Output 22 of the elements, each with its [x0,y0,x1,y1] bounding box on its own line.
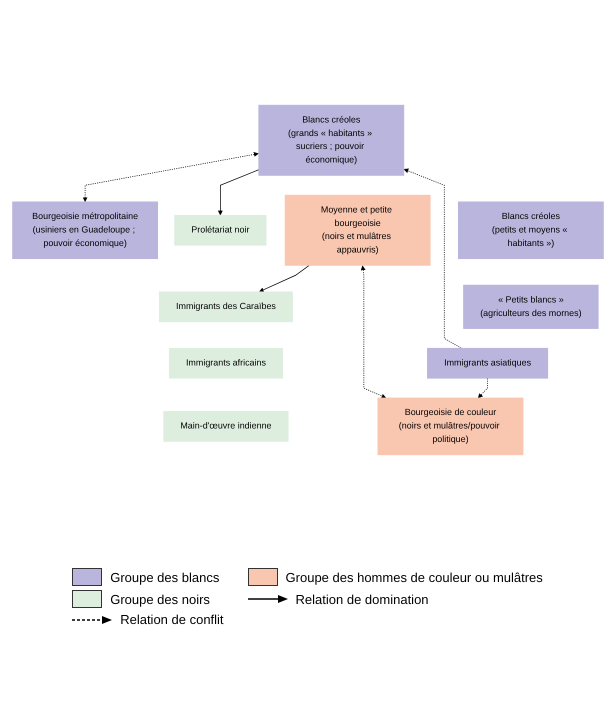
node-box: Bourgeoisie de couleur (noirs et mulâtres/pouvoir politique) [377,398,523,456]
node-box: Prolétariat noir [174,214,266,246]
node-box: Blancs créoles (petits et moyens « habitants ») [457,202,604,260]
arrow [403,168,462,349]
legend-text: Groupe des noirs [110,592,210,606]
node-box: Blancs créoles (grands « habitants » sucriers ; pouvoir économique) [258,104,404,176]
node-box: Moyenne et petite bourgeoisie (noirs et mulâtres appauvris) [284,194,430,266]
node-box: « Petits blancs » (agriculteurs des mornes) [462,284,598,329]
node-box: Main-d'œuvre indienne [162,411,288,442]
node-box: Immigrants africains [168,348,282,379]
node-box: Bourgeoisie métropolitaine (usiniers en Guadeloupe ; pouvoir économique) [12,202,158,260]
arrow [360,265,386,398]
legend-text: Relation de domination [296,592,429,606]
legend-text: Relation de conflit [120,612,224,627]
arrow [258,265,309,292]
node-box: Immigrants asiatiques [426,348,548,379]
node-box: Immigrants des Caraïbes [158,291,292,322]
legend-text: Groupe des blancs [110,570,220,584]
arrow [217,169,258,216]
arrow [477,378,488,398]
arrow [82,152,258,202]
legend-text: Groupe des hommes de couleur ou mulâtres [286,570,543,584]
